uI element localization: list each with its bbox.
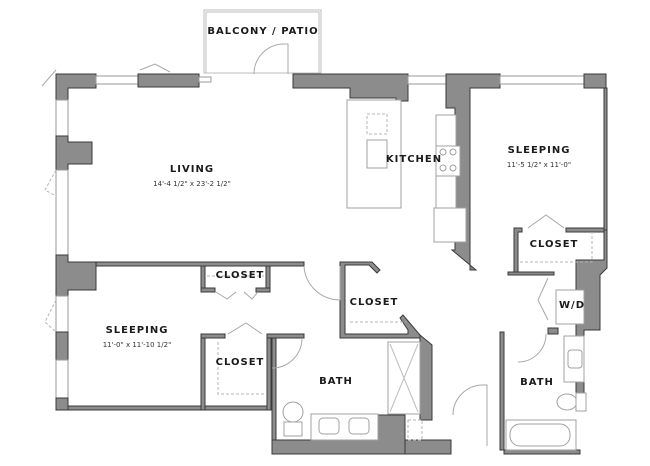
toilet-bath2 [556, 393, 578, 411]
closet4-shelf [520, 232, 593, 263]
room-dim-living: 14'-4 1/2" x 23'-2 1/2" [153, 180, 231, 188]
window-swing-sleeping2 [44, 299, 57, 333]
window-swing-top [41, 63, 171, 87]
room-dim-sleeping-1: 11'-5 1/2" x 11'-0" [506, 161, 572, 169]
toilet-tank-bath2 [575, 392, 587, 412]
kitchen-sink [366, 139, 388, 169]
window-living-top [95, 75, 139, 85]
wall-top-living [137, 73, 200, 88]
wall-closet1-lip-right [255, 287, 271, 293]
door-swing-entry [452, 384, 488, 446]
wall-closet2-left [200, 333, 206, 411]
closet1-bifold [215, 291, 259, 300]
wall-closet4-bottom [507, 271, 555, 276]
wall-corner-ne [583, 73, 607, 89]
wall-bath2-bottom [503, 449, 581, 455]
wall-pier-left [55, 135, 93, 171]
room-label-bath-1: BATH [319, 376, 353, 387]
wall-bath2-top [547, 327, 559, 335]
wall-closet4-top [565, 227, 605, 233]
washer-dryer [555, 289, 585, 325]
room-label-sleeping-1: SLEEPING [507, 145, 571, 156]
wall-corner-nw [55, 73, 97, 101]
window-living-left-1 [55, 99, 69, 137]
wall-closet2-top-left [200, 333, 226, 339]
wall-corner-w [55, 254, 97, 297]
room-label-wd: W/D [559, 300, 585, 311]
sink-bath1-a [318, 417, 340, 435]
window-living-left-2 [55, 169, 69, 256]
sink-bath2 [567, 349, 583, 369]
refrigerator [433, 207, 467, 243]
burner [439, 164, 447, 172]
room-dim-sleeping-2: 11'-0" x 11'-10 1/2" [102, 341, 172, 349]
wall-bath1-right [419, 333, 433, 421]
wall-sleeping1-right [603, 87, 608, 231]
room-label-closet-1: CLOSET [215, 270, 265, 281]
room-label-closet-4: CLOSET [529, 239, 579, 250]
wall-linen-bottom [404, 439, 452, 455]
burner [449, 164, 457, 172]
wall-bath1-top [266, 333, 305, 339]
room-label-bath-2: BATH [520, 377, 554, 388]
burner [439, 148, 447, 156]
room-label-closet-3: CLOSET [349, 297, 399, 308]
window-kitchen-top [407, 75, 447, 85]
wall-top-kitchen [292, 73, 409, 102]
wall-corner-sw [55, 397, 69, 411]
shower-x [389, 343, 419, 413]
wall-sleeping2-bottom [67, 405, 275, 411]
linen-closet [407, 419, 423, 441]
door-swing-bath2 [517, 333, 547, 363]
window-sleeping-1 [499, 75, 585, 85]
balcony-outline [203, 9, 322, 74]
room-label-closet-2: CLOSET [215, 357, 265, 368]
wall-closet1-lip-left [200, 287, 216, 293]
closet2-bifold [227, 322, 263, 335]
sink-bath1-b [348, 417, 370, 435]
door-swing-bath1 [271, 337, 303, 369]
window-sleeping-2-a [55, 295, 69, 333]
door-swing-hall [303, 265, 341, 301]
room-label-living: LIVING [169, 164, 215, 175]
room-label-kitchen: KITCHEN [385, 154, 443, 165]
toilet-tank-bath1 [283, 421, 303, 437]
wall-living-sleeping2 [95, 261, 305, 267]
room-label-balcony: BALCONY / PATIO [207, 26, 319, 37]
wall-closet4-left [513, 227, 523, 273]
dishwasher [366, 113, 388, 135]
wall-closet2-right [266, 333, 272, 411]
balcony-door-swing [253, 43, 289, 75]
balcony-rail [205, 11, 320, 74]
burner [449, 148, 457, 156]
window-sleeping-2-b [55, 359, 69, 399]
closet4-bifold [527, 214, 565, 229]
window-swing-living [44, 169, 57, 197]
room-label-sleeping-2: SLEEPING [105, 325, 169, 336]
closet2-shelf [217, 342, 264, 395]
toilet-bath1 [282, 401, 304, 423]
wall-pier-sleeping2 [55, 331, 69, 361]
wall-bath2-left [499, 331, 505, 451]
balcony-sidelight [198, 76, 212, 83]
wd-bifold [537, 277, 549, 321]
bathtub-basin [509, 423, 571, 447]
wall-bath1-left [271, 337, 277, 455]
